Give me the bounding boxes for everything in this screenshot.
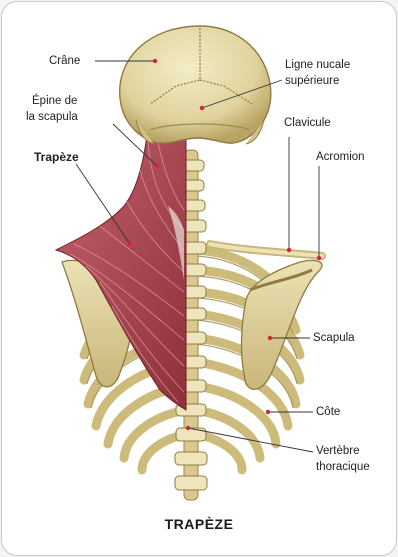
label-epine-line2: la scapula: [26, 110, 78, 124]
label-scapula: Scapula: [313, 331, 355, 345]
label-vertebre-line2: thoracique: [316, 460, 370, 474]
label-ligne-line2: supérieure: [285, 74, 339, 88]
label-ligne-line1: Ligne nucale: [285, 58, 350, 72]
label-epine-line1: Épine de: [32, 94, 77, 108]
label-vertebre-line1: Vertèbre: [316, 444, 359, 458]
label-acromion: Acromion: [316, 150, 365, 164]
diagram-title: TRAPÈZE: [0, 516, 398, 532]
label-clavicule: Clavicule: [284, 116, 331, 130]
skull: [120, 26, 271, 144]
label-trapeze: Trapèze: [34, 150, 79, 164]
label-cote: Côte: [316, 405, 340, 419]
label-crane: Crâne: [49, 54, 80, 68]
